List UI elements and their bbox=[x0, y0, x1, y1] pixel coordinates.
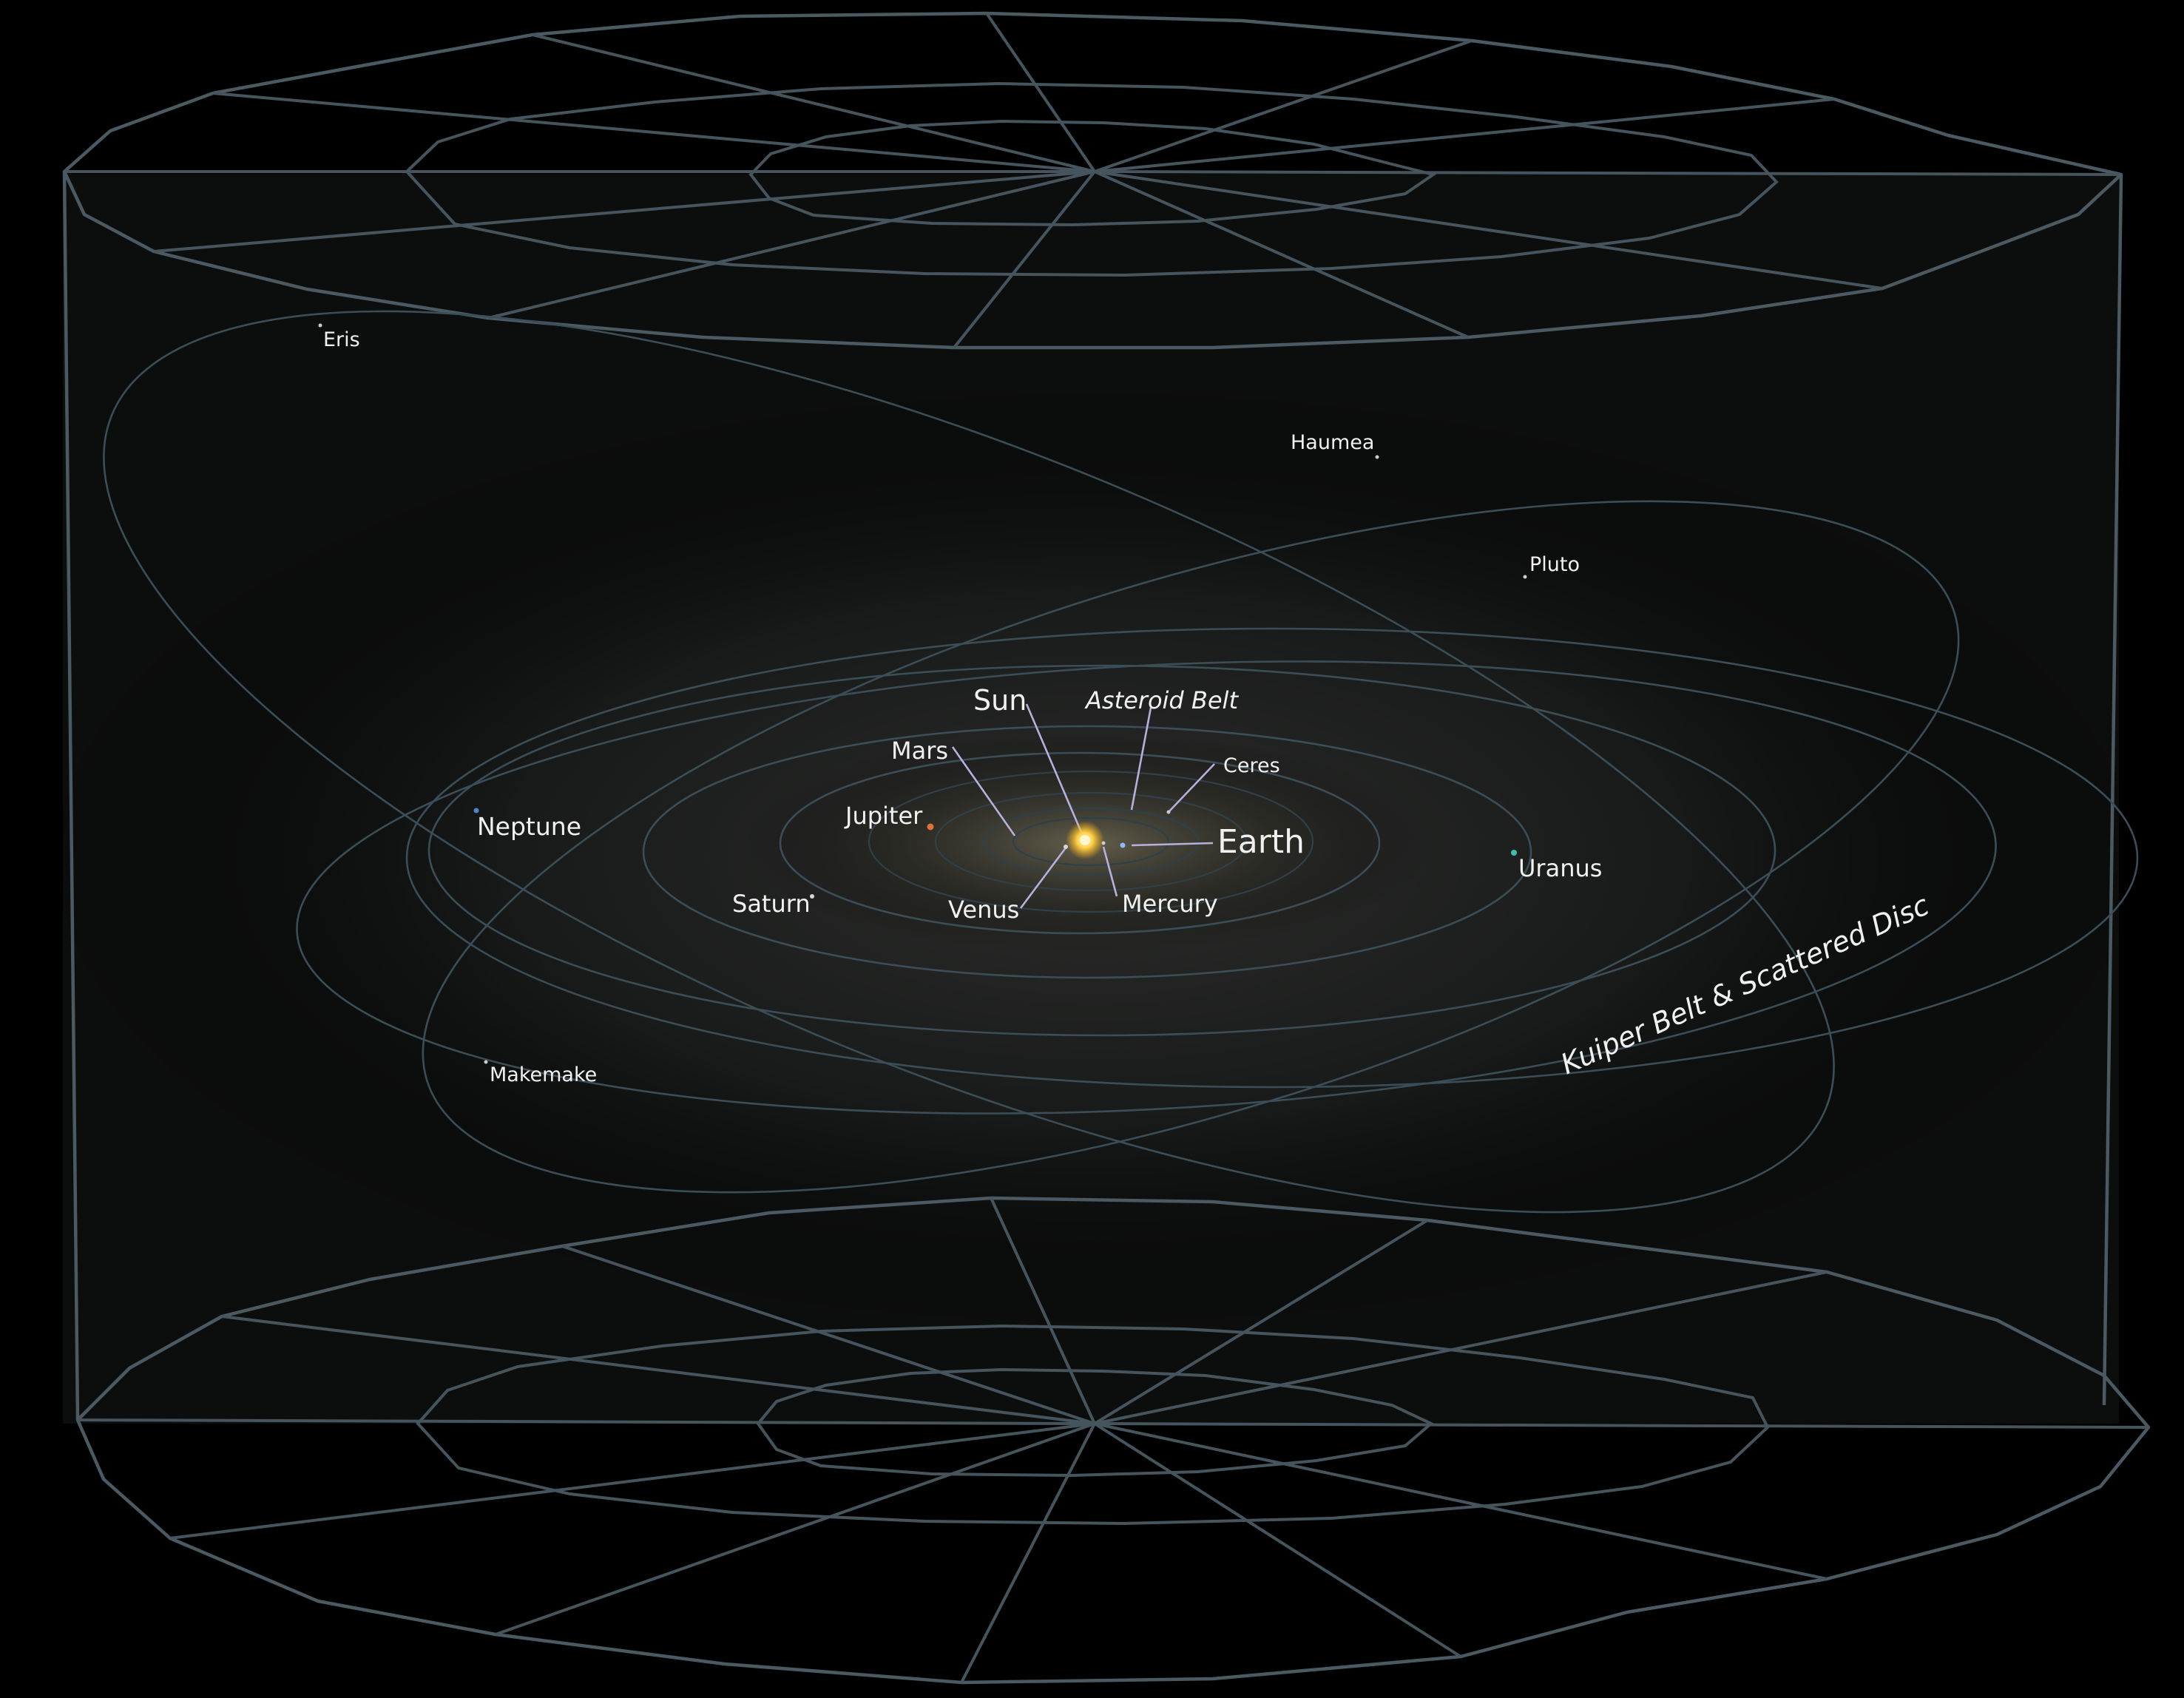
label-eris: Eris bbox=[323, 328, 360, 351]
label-neptune: Neptune bbox=[477, 812, 581, 841]
neptune-orbit bbox=[405, 627, 2139, 1089]
label-earth: Earth bbox=[1217, 823, 1305, 861]
cylinder-left-edge bbox=[62, 171, 80, 1421]
label-makemake: Makemake bbox=[490, 1063, 597, 1086]
mars-orbit bbox=[934, 791, 1248, 892]
orbits bbox=[103, 310, 2139, 1214]
label-mars: Mars bbox=[891, 737, 948, 765]
haumea-icon bbox=[1375, 455, 1379, 459]
jupiter-icon bbox=[927, 823, 934, 831]
leader-lines bbox=[951, 703, 1215, 909]
pluto-orbit bbox=[296, 660, 1997, 1114]
cylinder-right-edge bbox=[2102, 174, 2123, 1406]
label-saturn: Saturn bbox=[732, 890, 811, 918]
venus-orbit bbox=[1012, 816, 1170, 867]
label-venus: Venus bbox=[948, 896, 1019, 924]
asteroid-belt-ring bbox=[868, 770, 1314, 913]
pluto-icon bbox=[1523, 575, 1527, 579]
saturn-icon bbox=[810, 894, 814, 899]
eris-icon bbox=[318, 323, 322, 328]
saturn-orbit bbox=[642, 725, 1532, 979]
haumea-orbit bbox=[422, 500, 1960, 1194]
neptune-icon bbox=[473, 808, 479, 814]
label-uranus: Uranus bbox=[1518, 854, 1602, 882]
label-ceres: Ceres bbox=[1223, 754, 1280, 777]
label-mercury: Mercury bbox=[1122, 890, 1218, 918]
jupiter-orbit bbox=[779, 751, 1381, 935]
mercury-icon bbox=[1101, 841, 1106, 845]
label-sun: Sun bbox=[973, 684, 1027, 717]
label-jupiter: Jupiter bbox=[844, 802, 923, 830]
label-asteroid-belt: Asteroid Belt bbox=[1084, 686, 1239, 714]
uranus-icon bbox=[1511, 850, 1517, 856]
venus-icon bbox=[1064, 845, 1068, 849]
label-pluto: Pluto bbox=[1529, 553, 1580, 576]
bodies bbox=[318, 323, 1527, 1064]
uranus-orbit bbox=[427, 664, 1776, 1037]
earth-icon bbox=[1120, 842, 1126, 848]
earth-orbit bbox=[982, 807, 1200, 876]
makemake-icon bbox=[484, 1060, 488, 1064]
eris-orbit bbox=[103, 310, 1835, 1214]
bottom-disc bbox=[75, 1196, 2151, 1685]
label-haumea: Haumea bbox=[1291, 431, 1374, 454]
ceres-icon bbox=[1166, 810, 1171, 814]
